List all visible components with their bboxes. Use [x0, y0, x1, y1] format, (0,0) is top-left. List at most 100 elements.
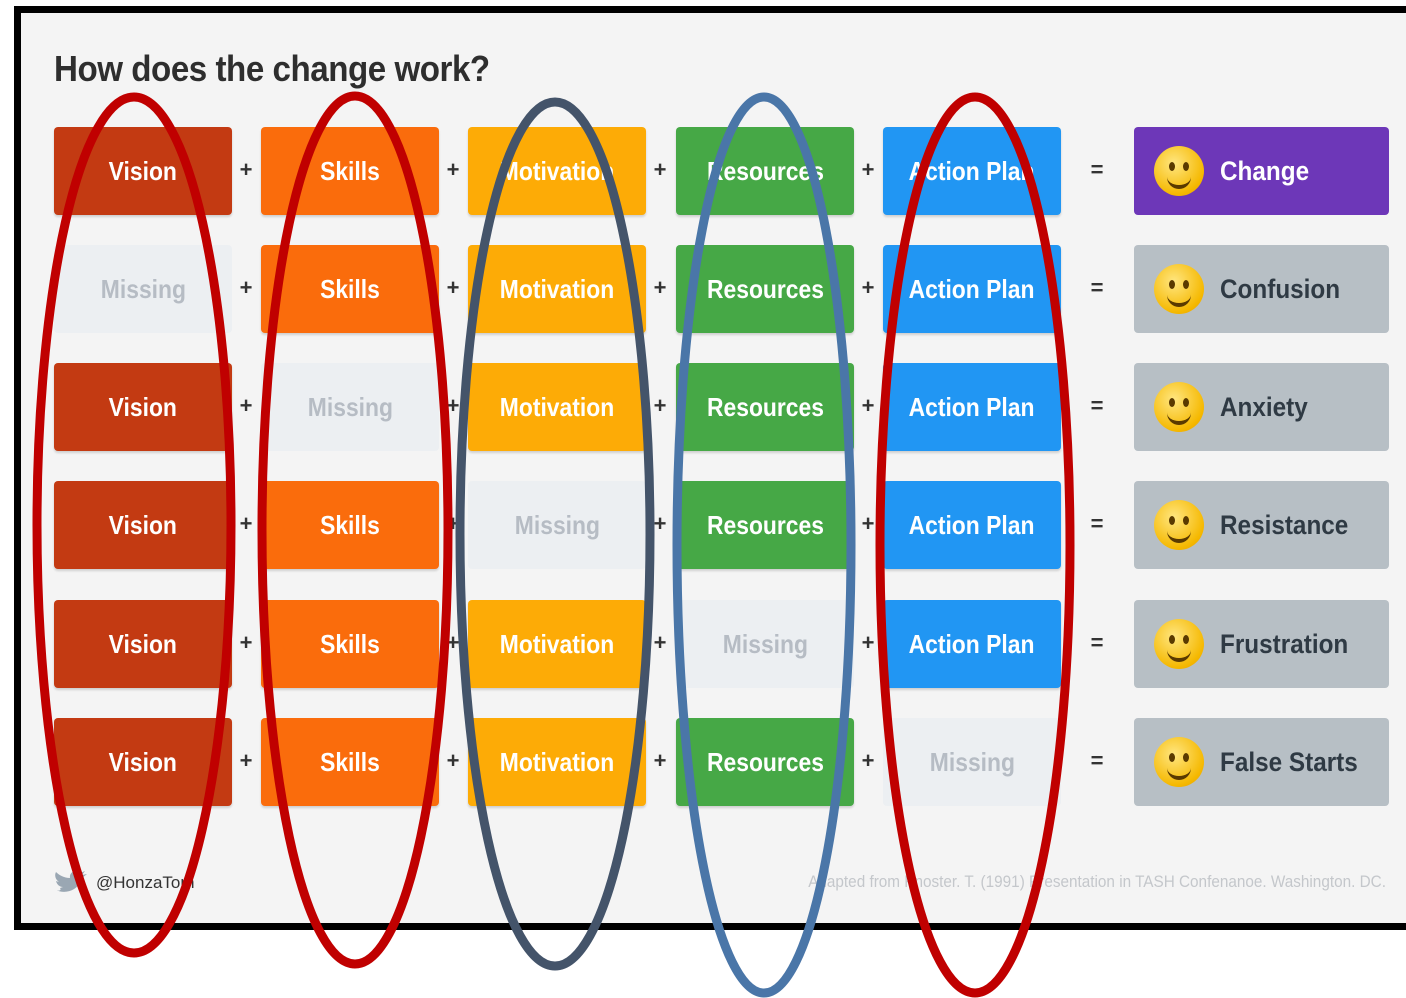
result-label: Resistance	[1220, 509, 1349, 540]
cell-label: Action Plan	[909, 628, 1035, 659]
cell-vision: Vision	[54, 127, 232, 215]
cell-action-plan-missing: Missing	[883, 718, 1061, 806]
plus-sign: +	[861, 511, 875, 536]
cell-label: Skills	[320, 155, 380, 186]
cell-action-plan: Action Plan	[883, 363, 1061, 451]
cell-action-plan: Action Plan	[883, 481, 1061, 569]
cell-skills-missing: Missing	[261, 363, 439, 451]
cell-label: Missing	[722, 628, 808, 659]
plus-sign: +	[446, 157, 460, 182]
cell-label: Vision	[108, 155, 178, 186]
cell-motivation: Motivation	[468, 245, 646, 333]
cell-action-plan: Action Plan	[883, 127, 1061, 215]
thinking-face-icon	[1154, 264, 1204, 314]
steam-nose-face-icon	[1154, 619, 1204, 669]
cell-label: Resources	[706, 273, 824, 304]
result-label: Anxiety	[1220, 391, 1308, 422]
plus-sign: +	[653, 393, 667, 418]
cell-label: Action Plan	[909, 155, 1035, 186]
plus-sign: +	[239, 511, 253, 536]
equals-sign: =	[1090, 748, 1104, 773]
equals-sign: =	[1090, 275, 1104, 300]
plus-sign: +	[861, 275, 875, 300]
plus-sign: +	[239, 630, 253, 655]
cell-label: Resources	[706, 391, 824, 422]
plus-sign: +	[861, 630, 875, 655]
cell-label: Missing	[514, 509, 600, 540]
cell-skills: Skills	[261, 245, 439, 333]
result-label: Change	[1220, 155, 1310, 186]
plus-sign: +	[653, 511, 667, 536]
cell-vision: Vision	[54, 718, 232, 806]
cell-label: Motivation	[499, 273, 615, 304]
result-label: False Starts	[1220, 746, 1358, 777]
plus-sign: +	[446, 748, 460, 773]
plus-sign: +	[446, 393, 460, 418]
source-credit: Adapted from Knoster. T. (1991) Presenta…	[808, 872, 1386, 891]
plus-sign: +	[653, 157, 667, 182]
plus-sign: +	[239, 275, 253, 300]
eye-roll-face-icon	[1154, 500, 1204, 550]
bandaged-face-icon	[1154, 737, 1204, 787]
plus-sign: +	[861, 393, 875, 418]
cell-skills: Skills	[261, 718, 439, 806]
equals-sign: =	[1090, 393, 1104, 418]
slide-title: How does the change work?	[54, 48, 490, 89]
result-label: Confusion	[1220, 273, 1341, 304]
cell-resources: Resources	[676, 127, 854, 215]
cell-label: Missing	[100, 273, 186, 304]
cell-label: Skills	[320, 509, 380, 540]
cell-label: Motivation	[499, 746, 615, 777]
cell-resources: Resources	[676, 245, 854, 333]
cell-label: Motivation	[499, 391, 615, 422]
equals-sign: =	[1090, 511, 1104, 536]
twitter-bird-icon	[55, 871, 87, 892]
result-anxiety: Anxiety	[1134, 363, 1389, 451]
plus-sign: +	[861, 748, 875, 773]
result-change: Change	[1134, 127, 1389, 215]
cell-skills: Skills	[261, 481, 439, 569]
cell-label: Action Plan	[909, 391, 1035, 422]
cell-vision: Vision	[54, 600, 232, 688]
cell-label: Vision	[108, 509, 178, 540]
plus-sign: +	[653, 630, 667, 655]
cell-motivation-missing: Missing	[468, 481, 646, 569]
plus-sign: +	[653, 275, 667, 300]
cell-label: Action Plan	[909, 273, 1035, 304]
plus-sign: +	[446, 275, 460, 300]
cell-label: Resources	[706, 509, 824, 540]
cell-label: Skills	[320, 628, 380, 659]
cell-motivation: Motivation	[468, 363, 646, 451]
cell-resources: Resources	[676, 363, 854, 451]
plus-sign: +	[239, 748, 253, 773]
handle-text: @HonzaTom	[96, 873, 195, 892]
result-label: Frustration	[1220, 628, 1349, 659]
cell-label: Motivation	[499, 155, 615, 186]
cell-label: Motivation	[499, 628, 615, 659]
cell-label: Resources	[706, 155, 824, 186]
cell-skills: Skills	[261, 127, 439, 215]
result-frustration: Frustration	[1134, 600, 1389, 688]
plus-sign: +	[239, 393, 253, 418]
cell-label: Vision	[108, 628, 178, 659]
cell-action-plan: Action Plan	[883, 600, 1061, 688]
result-resistance: Resistance	[1134, 481, 1389, 569]
plus-sign: +	[446, 630, 460, 655]
cell-motivation: Motivation	[468, 718, 646, 806]
equals-sign: =	[1090, 157, 1104, 182]
cell-motivation: Motivation	[468, 127, 646, 215]
grinning-face-icon	[1154, 146, 1204, 196]
cell-resources-missing: Missing	[676, 600, 854, 688]
cell-label: Missing	[929, 746, 1015, 777]
cell-label: Skills	[320, 273, 380, 304]
cell-label: Vision	[108, 391, 178, 422]
cell-label: Vision	[108, 746, 178, 777]
cell-label: Action Plan	[909, 509, 1035, 540]
plus-sign: +	[239, 157, 253, 182]
cell-resources: Resources	[676, 481, 854, 569]
cell-skills: Skills	[261, 600, 439, 688]
plus-sign: +	[861, 157, 875, 182]
cell-vision-missing: Missing	[54, 245, 232, 333]
twitter-handle: @HonzaTom	[54, 870, 195, 896]
cell-vision: Vision	[54, 481, 232, 569]
